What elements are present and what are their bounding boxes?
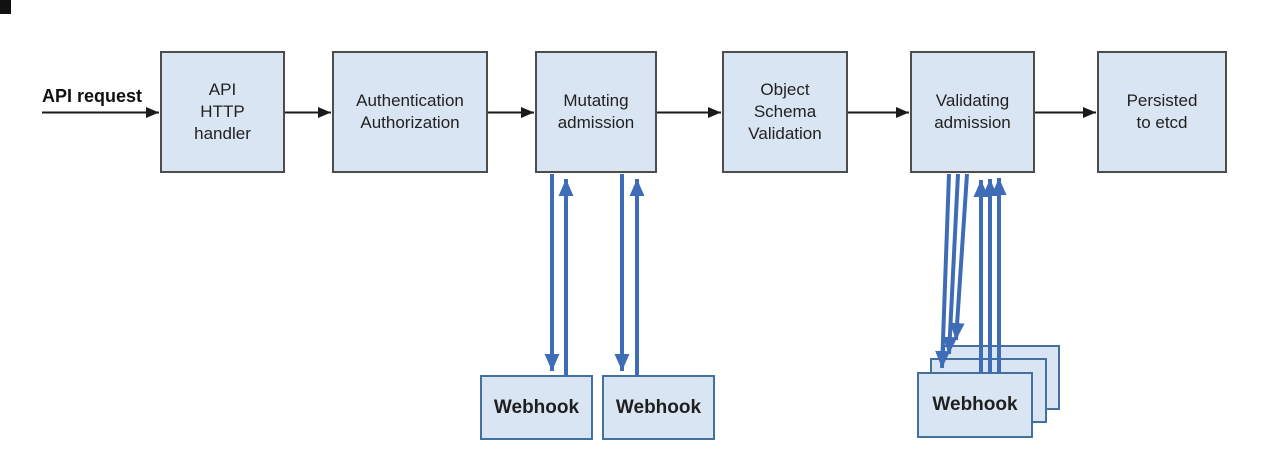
mutating-webhook-1-label: Webhook xyxy=(493,396,580,418)
validating-webhook-call-arrow-3 xyxy=(949,173,969,341)
api-request-label: API request xyxy=(42,86,143,106)
validating-webhook-front-label: Webhook xyxy=(932,394,1018,415)
box-mutating-admission-label: Mutating admission xyxy=(557,91,635,132)
box-authentication-authorization-label: Authentication Authorization xyxy=(356,91,464,132)
box-object-schema-validation-label: Object Schema Validation xyxy=(748,80,822,143)
box-api-http-handler-label: API HTTP handler xyxy=(194,80,251,143)
box-validating-admission-label: Validating admission xyxy=(934,91,1011,132)
box-authentication-authorization: Authentication Authorization xyxy=(332,51,488,173)
box-mutating-admission: Mutating admission xyxy=(535,51,657,173)
box-persisted-to-etcd-label: Persisted to etcd xyxy=(1126,91,1198,132)
mutating-webhook-box-2: Webhook xyxy=(602,375,715,440)
corner-artifact xyxy=(0,0,11,14)
validating-webhook-call-arrow-2 xyxy=(942,173,960,355)
mutating-webhook-box-1: Webhook xyxy=(480,375,593,440)
mutating-webhook-2-label: Webhook xyxy=(615,396,702,418)
validating-webhook-box-front: Webhook xyxy=(917,372,1033,438)
box-persisted-to-etcd: Persisted to etcd xyxy=(1097,51,1227,173)
box-api-http-handler: API HTTP handler xyxy=(160,51,285,173)
box-object-schema-validation: Object Schema Validation xyxy=(722,51,848,173)
validating-webhook-call-arrow-1 xyxy=(935,173,951,369)
box-validating-admission: Validating admission xyxy=(910,51,1035,173)
